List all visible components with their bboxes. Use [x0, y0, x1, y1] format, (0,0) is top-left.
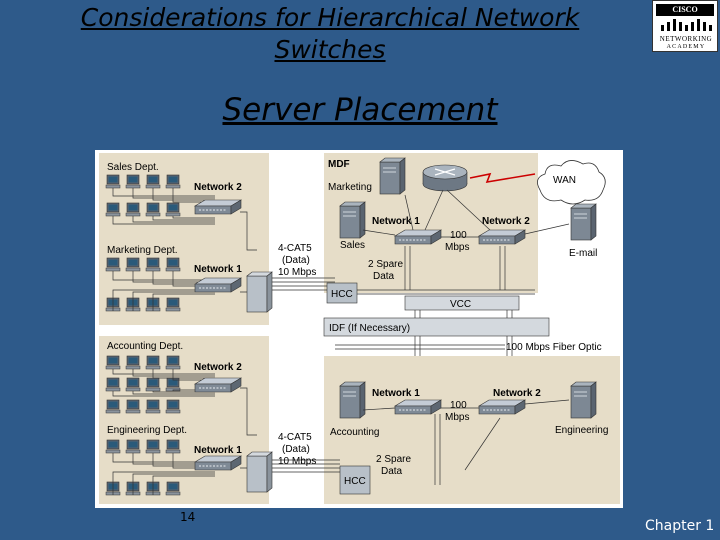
wan-cloud-icon	[537, 160, 606, 205]
top-hcc-box	[326, 282, 358, 304]
bottom-left-department-panel	[99, 336, 269, 504]
label-accounting-server: Accounting	[330, 427, 379, 438]
chapter-footer: Chapter 1	[645, 518, 715, 534]
server-placement-diagram: Sales Dept. Network 2 Marketing Dept. Ne…	[95, 150, 623, 508]
email-server-icon	[570, 203, 597, 241]
slide-subtitle: Server Placement	[222, 92, 498, 128]
label-mdf-spare-line1: 2 Spare	[368, 259, 403, 270]
label-sales-dept: Sales Dept.	[107, 162, 159, 173]
sales-switch-icon	[194, 199, 242, 215]
idf-switch-network2-icon	[478, 399, 526, 415]
sales-server-icon	[339, 201, 366, 239]
top-left-department-panel	[99, 153, 269, 325]
slide-title-line2: Switches	[274, 35, 386, 64]
label-top-cable-line1: 4-CAT5	[278, 243, 312, 254]
marketing-switch-icon	[194, 277, 242, 293]
cisco-networking-academy-logo: CISCO SYSTEMS NETWORKING ACADEMY	[652, 0, 718, 52]
label-bottom-hcc: HCC	[344, 476, 366, 487]
engineering-server-icon	[570, 381, 597, 419]
slide-title-line1: Considerations for Hierarchical Network	[80, 3, 580, 32]
logo-brand: CISCO SYSTEMS	[656, 4, 714, 26]
bottom-hcc-box	[339, 465, 371, 495]
wan-link	[469, 172, 536, 184]
label-wan: WAN	[553, 175, 576, 186]
cisco-bars-icon	[661, 19, 712, 31]
label-bottom-cable-line2: (Data)	[282, 444, 310, 455]
label-mdf-speed-line1: 100	[450, 230, 467, 241]
label-mdf-network2: Network 2	[482, 216, 530, 227]
label-email-server: E-mail	[569, 248, 597, 259]
mdf-switch-network1-icon	[394, 229, 442, 245]
label-engineering-server: Engineering	[555, 425, 608, 436]
mdf-switch-network2-icon	[478, 229, 526, 245]
bottom-patch-panel-icon	[246, 451, 273, 493]
logo-line3: ACADEMY	[666, 44, 706, 50]
engineering-switch-icon	[194, 455, 242, 471]
label-vcc: VCC	[450, 299, 471, 310]
page-number: 14	[180, 510, 196, 524]
label-top-hcc: HCC	[331, 289, 353, 300]
marketing-server-icon	[379, 157, 406, 195]
label-mdf-spare-line2: Data	[373, 271, 395, 282]
label-accounting-dept: Accounting Dept.	[107, 341, 183, 352]
label-bottom-cable-line3: 10 Mbps	[278, 456, 316, 467]
label-idf-spare-line2: Data	[381, 466, 403, 477]
label-sales-network: Network 2	[194, 182, 242, 193]
label-mdf: MDF	[328, 159, 350, 170]
label-idf-speed-line1: 100	[450, 400, 467, 411]
label-idf-spare-line1: 2 Spare	[376, 454, 411, 465]
label-idf: IDF (If Necessary)	[329, 323, 410, 334]
accounting-switch-icon	[194, 377, 242, 393]
idf-switch-network1-icon	[394, 399, 442, 415]
label-mdf-speed-line2: Mbps	[445, 242, 469, 253]
idf-bar	[323, 317, 550, 337]
accounting-server-icon	[339, 381, 366, 419]
label-idf-speed-line2: Mbps	[445, 412, 469, 423]
label-engineering-network: Network 1	[194, 445, 242, 456]
label-top-cable-line2: (Data)	[282, 255, 310, 266]
label-marketing-network: Network 1	[194, 264, 242, 275]
router-icon	[422, 164, 468, 192]
label-top-cable-line3: 10 Mbps	[278, 267, 316, 278]
label-idf-network1: Network 1	[372, 388, 420, 399]
label-bottom-cable-line1: 4-CAT5	[278, 432, 312, 443]
idf-panel	[324, 356, 620, 504]
vcc-bar	[404, 295, 520, 311]
top-patch-panel-icon	[246, 271, 273, 313]
label-fiber: 100 Mbps Fiber Optic	[506, 342, 602, 353]
label-marketing-dept: Marketing Dept.	[107, 245, 178, 256]
label-marketing-server: Marketing	[328, 182, 372, 193]
label-sales-server: Sales	[340, 240, 365, 251]
logo-line2: NETWORKING	[659, 35, 713, 43]
network-diagram-svg: Sales Dept. Network 2 Marketing Dept. Ne…	[99, 153, 620, 504]
slide-title: Considerations for Hierarchical Network …	[80, 2, 580, 66]
label-idf-network2: Network 2	[493, 388, 541, 399]
label-mdf-network1: Network 1	[372, 216, 420, 227]
label-accounting-network: Network 2	[194, 362, 242, 373]
label-engineering-dept: Engineering Dept.	[107, 425, 187, 436]
